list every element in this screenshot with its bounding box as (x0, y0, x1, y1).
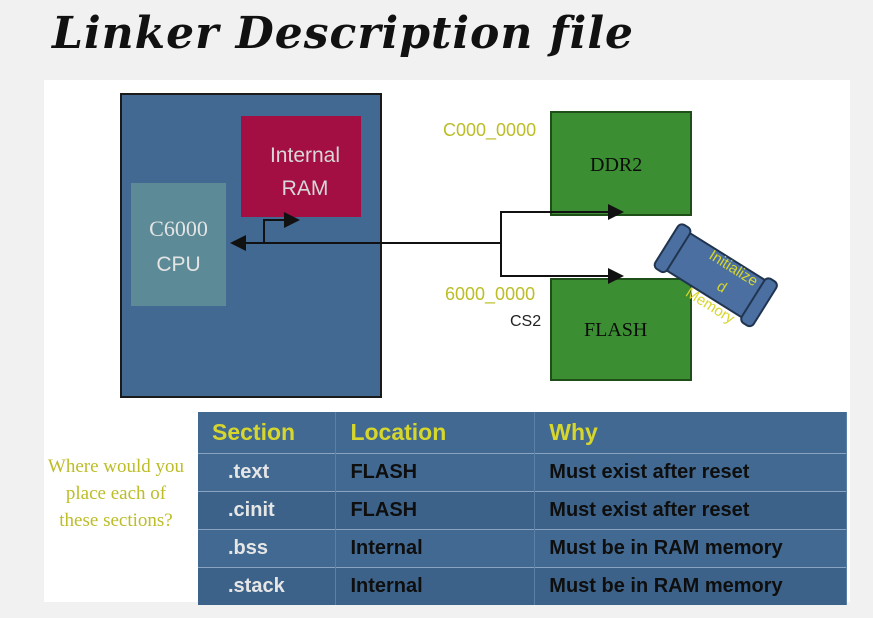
header-why: Why (534, 412, 847, 454)
question-text: Where would you place each of these sect… (47, 456, 185, 531)
ddr2-block (550, 111, 692, 216)
section-cell: .cinit (198, 491, 337, 530)
internal-ram-block (241, 116, 361, 217)
section-cell: .text (198, 453, 337, 492)
why-cell: Must be in RAM memory (534, 529, 847, 568)
flash-label: FLASH (584, 319, 648, 341)
header-location: Location (335, 412, 536, 454)
table-header-row: Section Location Why (198, 412, 847, 454)
location-cell: FLASH (335, 491, 536, 530)
cpu-block (131, 183, 226, 306)
internal-ram-label-line1: Internal (269, 144, 341, 167)
bus-lines (230, 204, 624, 284)
ddr2-address: C000_0000 (443, 120, 537, 140)
chip-select-label: CS2 (510, 313, 542, 330)
table-row: .text FLASH Must exist after reset (198, 453, 847, 492)
table-row: .bss Internal Must be in RAM memory (198, 529, 847, 568)
bus-to-ddr2-arrow (500, 204, 624, 243)
flash-address: 6000_0000 (445, 284, 536, 304)
location-cell: Internal (335, 567, 536, 605)
why-cell: Must exist after reset (534, 453, 847, 492)
header-section: Section (198, 412, 337, 454)
location-cell: FLASH (335, 453, 536, 492)
why-cell: Must be in RAM memory (534, 567, 847, 605)
cpu-label-line2: CPU (156, 253, 201, 276)
internal-ram-label-line2: RAM (281, 177, 329, 200)
bus-to-flash-arrow (500, 243, 624, 284)
flash-block (550, 278, 692, 381)
internal-ram-label: Internal RAM (241, 139, 369, 205)
location-cell: Internal (335, 529, 536, 568)
sections-table: Section Location Why .text FLASH Must ex… (198, 412, 847, 605)
page-title: Linker Description file (52, 8, 635, 59)
section-cell: .bss (198, 529, 337, 568)
table-row: .stack Internal Must be in RAM memory (198, 567, 847, 605)
ddr2-label: DDR2 (590, 154, 643, 176)
why-cell: Must exist after reset (534, 491, 847, 530)
section-cell: .stack (198, 567, 337, 605)
cpu-label-line1: C6000 (149, 216, 208, 241)
table-row: .cinit FLASH Must exist after reset (198, 491, 847, 530)
bus-to-ram-arrow (263, 212, 300, 243)
